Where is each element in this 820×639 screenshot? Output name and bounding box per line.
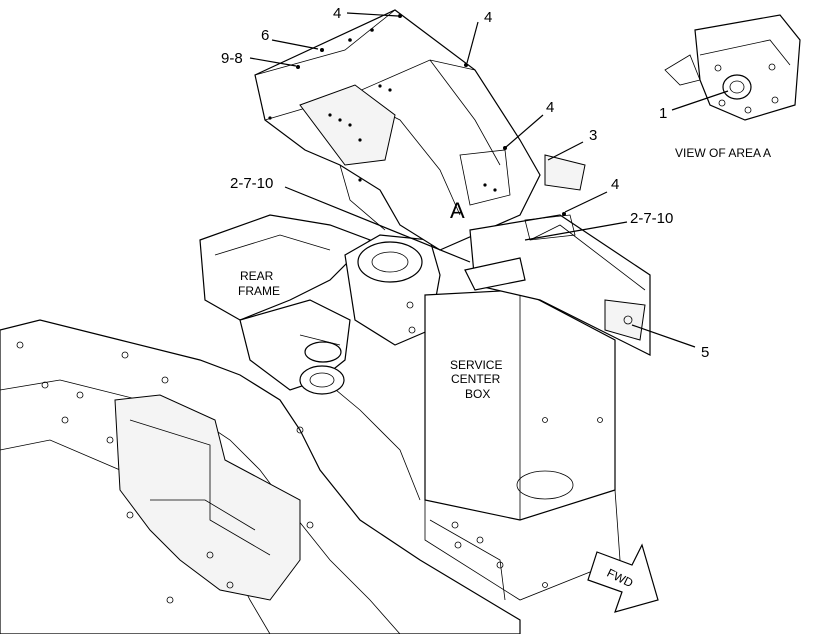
callout-4-right-top: 4	[484, 9, 492, 26]
labels: A VIEW OF AREA A REAR FRAME SERVICE CENT…	[238, 146, 771, 401]
service-box-label-line3: BOX	[465, 387, 490, 401]
callouts: 4 4 6 9-8 4 3 2-7-10 4 2-7-10 5 1	[221, 5, 709, 361]
rear-frame-label-line1: REAR	[240, 269, 274, 283]
callout-5: 5	[701, 344, 709, 361]
area-a-marker: A	[450, 198, 465, 223]
fender-cover	[254, 9, 651, 356]
callout-4-right: 4	[611, 176, 619, 193]
callout-4-mid: 4	[546, 99, 554, 116]
callout-3: 3	[589, 127, 597, 144]
callout-4-top: 4	[333, 5, 341, 22]
view-of-area-a-label: VIEW OF AREA A	[675, 146, 771, 160]
callout-2-7-10-left: 2-7-10	[230, 175, 273, 192]
callout-1-view: 1	[659, 105, 667, 122]
rear-frame	[0, 214, 521, 635]
forward-arrow: FWD	[587, 543, 659, 613]
inset-view-area-a	[664, 14, 801, 121]
service-box-label-line2: CENTER	[451, 372, 501, 386]
leader-lines	[249, 12, 729, 348]
callout-6: 6	[261, 27, 269, 44]
callout-9-8: 9-8	[221, 50, 243, 67]
pivot-hitch	[239, 234, 441, 395]
callout-2-7-10-right: 2-7-10	[630, 210, 673, 227]
rear-frame-label-line2: FRAME	[238, 284, 280, 298]
service-center-box	[424, 289, 621, 601]
service-box-label-line1: SERVICE	[450, 358, 502, 372]
